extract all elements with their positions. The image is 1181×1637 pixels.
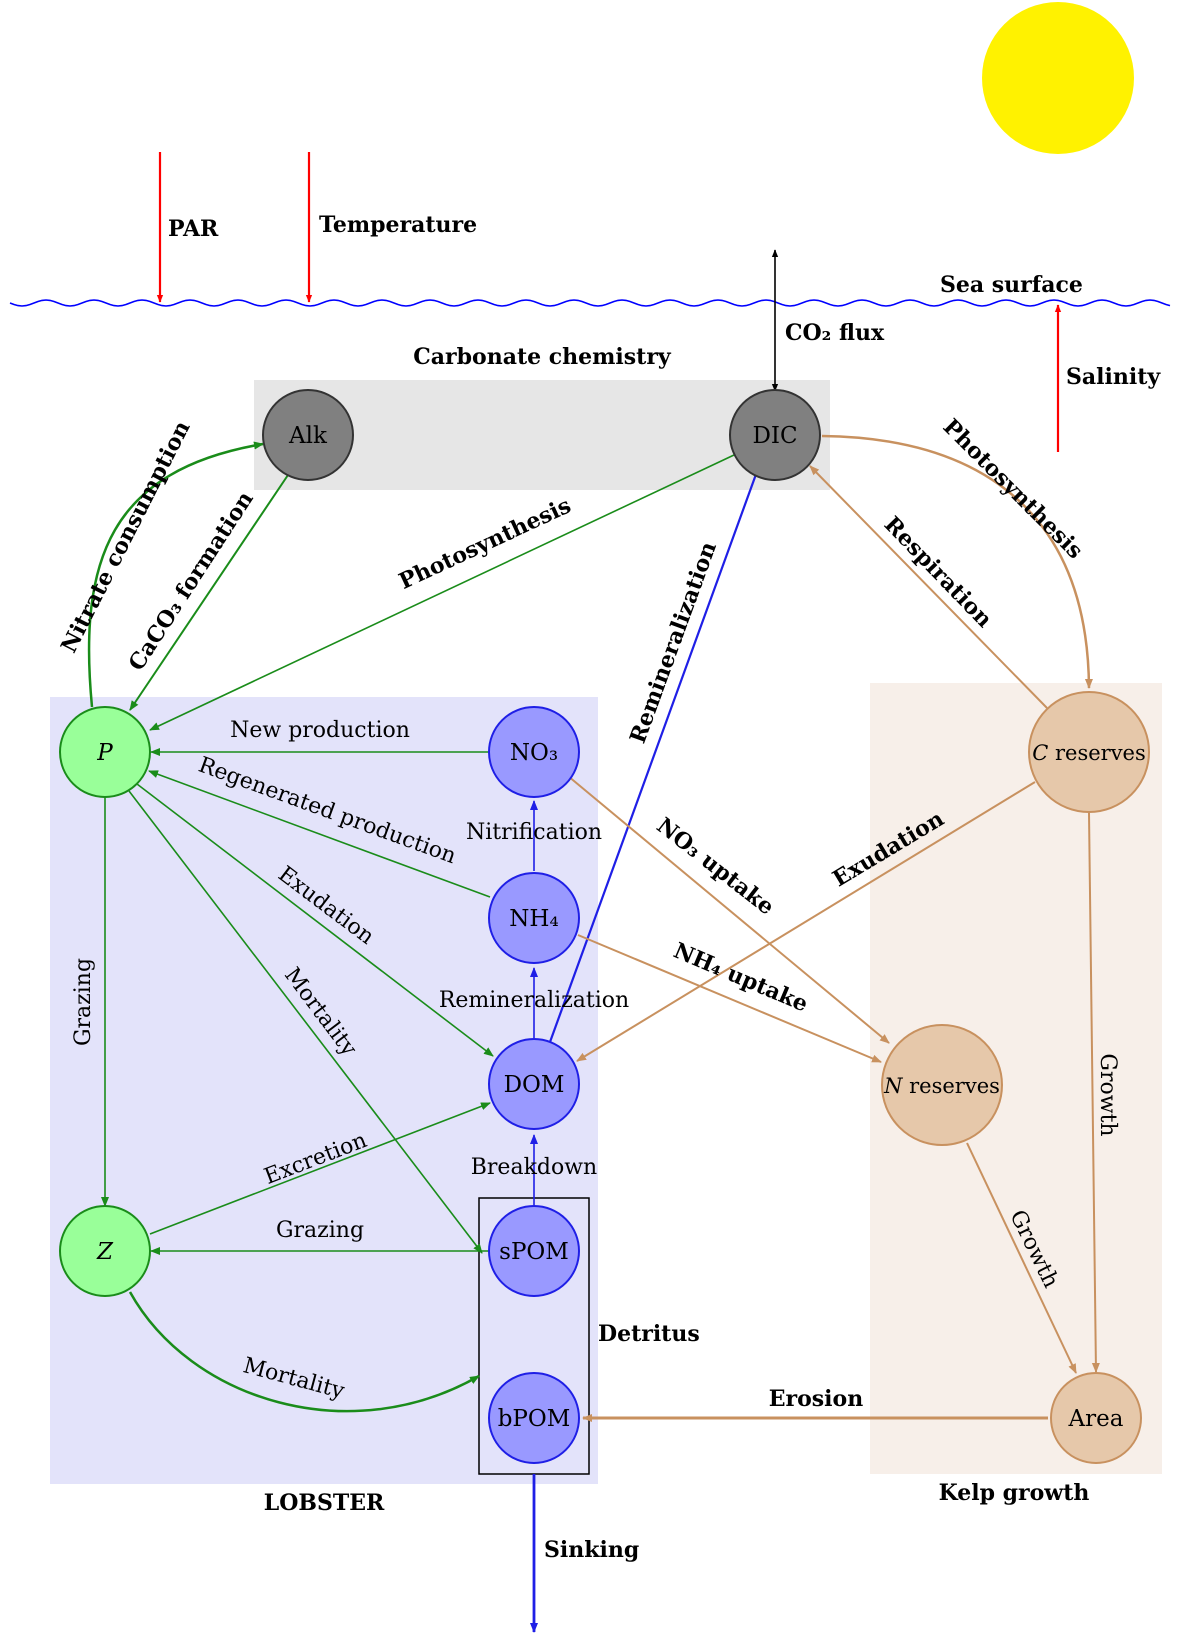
alk-node [262, 389, 354, 481]
excretion-arrow [149, 1102, 491, 1235]
bpom-node [488, 1372, 580, 1464]
no3-node [488, 706, 580, 798]
z-label: Z [96, 1239, 114, 1265]
sea-surface-label: Sea surface [940, 272, 1083, 298]
mortality-p-arrow [128, 790, 483, 1254]
exudation-kelp-arrow [576, 781, 1036, 1062]
area-node [1050, 1372, 1142, 1464]
growth-c-label: Growth [1095, 1053, 1120, 1136]
no3-uptake-label: NO₃ uptake [652, 813, 780, 921]
kelp-growth-label: Kelp growth [939, 1480, 1090, 1506]
alk-label: Alk [288, 423, 328, 449]
nitrate-consumption-arrow [87, 441, 264, 708]
nh4-label: NH₄ [509, 906, 558, 932]
sea-surface-wave [9, 299, 1171, 307]
z-node [59, 1205, 151, 1297]
spom-node [488, 1205, 580, 1297]
photosynthesis-green-arrow [149, 454, 735, 731]
no3-label: NO₃ [510, 740, 558, 766]
photosynthesis-green-label: Photosynthesis [395, 492, 575, 594]
sinking-label: Sinking [544, 1537, 639, 1563]
remineralization-dom-label: Remineralization [439, 988, 629, 1013]
respiration-label: Respiration [879, 512, 997, 633]
salinity-label: Salinity [1066, 364, 1161, 390]
sun-icon [982, 2, 1134, 154]
area-label: Area [1068, 1406, 1124, 1432]
co2-flux-label: CO₂ flux [785, 320, 885, 346]
nh4-uptake-arrow [577, 934, 882, 1063]
detritus-label: Detritus [598, 1321, 700, 1347]
erosion-label: Erosion [769, 1386, 863, 1412]
remineralization-dic-label: Remineralization [625, 538, 722, 746]
c-reserves-text: reserves [1055, 741, 1146, 765]
c-reserves-symbol: C [1032, 741, 1048, 765]
temperature-label: Temperature [319, 212, 477, 238]
dom-node [488, 1038, 580, 1130]
nh4-uptake-label: NH₄ uptake [670, 938, 812, 1018]
breakdown-label: Breakdown [471, 1155, 597, 1180]
dom-label: DOM [504, 1072, 565, 1098]
mortality-z-arrow [128, 1291, 480, 1413]
nitrification-label: Nitrification [466, 820, 602, 845]
n-reserves-text: reserves [909, 1074, 1000, 1098]
photosynthesis-kelp-label: Photosynthesis [938, 414, 1088, 564]
growth-c-arrow [1088, 812, 1100, 1373]
regenerated-production-arrow [148, 770, 491, 898]
dic-node [729, 389, 821, 481]
new-production-label: New production [230, 718, 410, 743]
photosynthesis-kelp-arrow [821, 434, 1093, 689]
p-label: P [96, 740, 113, 766]
bpom-label: bPOM [498, 1406, 571, 1432]
n-reserves-label: N reserves [883, 1074, 1000, 1098]
spom-label: sPOM [499, 1239, 569, 1265]
p-node [59, 706, 151, 798]
carbonate-chemistry-label: Carbonate chemistry [413, 344, 672, 370]
dic-label: DIC [752, 423, 797, 449]
respiration-arrow [809, 465, 1048, 709]
exudation-p-arrow [136, 783, 494, 1057]
c-reserves-label: C reserves [1032, 741, 1146, 765]
par-label: PAR [168, 216, 219, 242]
growth-n-arrow [966, 1142, 1077, 1374]
c-reserves-node [1028, 691, 1150, 813]
n-reserves-symbol: N [883, 1074, 903, 1098]
grazing-p-label: Grazing [71, 958, 96, 1046]
remineralization-dic-arrow [548, 465, 761, 1043]
grazing-spom-label: Grazing [276, 1218, 364, 1243]
n-reserves-node [881, 1024, 1003, 1146]
caco3-formation-arrow [129, 474, 289, 711]
nh4-node [488, 872, 580, 964]
no3-uptake-arrow [567, 775, 890, 1044]
lobster-label: LOBSTER [264, 1490, 385, 1516]
